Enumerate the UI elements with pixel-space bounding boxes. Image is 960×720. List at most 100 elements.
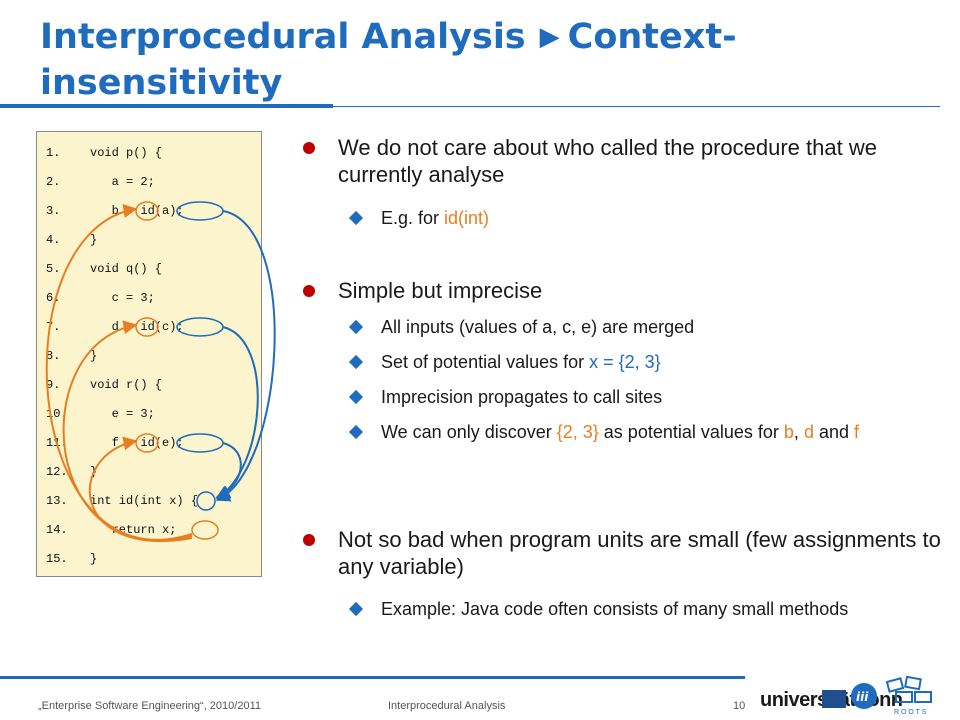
slide-title: Interprocedural Analysis ▶Context-insensi…	[40, 14, 940, 106]
footer-topic: Interprocedural Analysis	[388, 700, 506, 712]
highlight-id-c	[176, 317, 224, 337]
sub-bullet-text: E.g. for id(int)	[381, 207, 941, 230]
bullet-item: We do not care about who called the proc…	[303, 134, 943, 188]
code-listing: 1.void p() { 2. a = 2; 3. b = id(a); 4.}…	[36, 131, 262, 577]
text: Set of potential values for	[381, 352, 590, 372]
roots-block-icon	[914, 691, 932, 703]
footer-course: „Enterprise Software Engineering“, 2010/…	[38, 700, 261, 712]
code-text: }	[90, 349, 98, 363]
line-number: 9.	[46, 378, 61, 392]
logo-block-icon	[822, 690, 846, 708]
code-text: c = 3;	[90, 291, 155, 305]
line-number: 5.	[46, 262, 61, 276]
roots-block-icon	[895, 691, 913, 703]
code-text: int id(int x) {	[90, 494, 199, 508]
highlight-param-x	[196, 491, 216, 511]
red-dot-icon	[303, 142, 315, 154]
roots-block-icon	[904, 675, 922, 691]
sub-bullet-text: Example: Java code often consists of man…	[381, 599, 849, 619]
code-text: }	[90, 552, 98, 566]
code-line: 4.}	[46, 230, 97, 250]
sub-bullet-item: Example: Java code often consists of man…	[348, 598, 941, 621]
code-text: void p() {	[90, 146, 163, 160]
highlight-id-e	[176, 433, 224, 453]
code-text: e = 3;	[90, 407, 155, 421]
bullet-text: Not so bad when program units are small …	[338, 527, 941, 579]
highlight-f	[135, 433, 159, 453]
highlight-d	[135, 317, 159, 337]
roots-label: R O O T S	[894, 709, 927, 716]
code-line: 2. a = 2;	[46, 172, 155, 192]
sub-bullet-item: Imprecision propagates to call sites	[348, 386, 941, 409]
diamond-icon	[348, 210, 364, 226]
bullet-text: We do not care about who called the proc…	[338, 135, 877, 187]
diamond-icon	[348, 319, 364, 335]
text: ,	[793, 422, 804, 442]
highlight-text: b	[783, 422, 794, 442]
sub-bullet-text: All inputs (values of a, c, e) are merge…	[381, 317, 695, 337]
diamond-icon	[348, 424, 364, 440]
highlight-return-x	[191, 520, 219, 540]
highlight-text: id(int)	[444, 208, 490, 228]
red-dot-icon	[303, 534, 315, 546]
return-arrow-b	[45, 204, 193, 541]
code-line: 1. void p() {	[46, 143, 162, 163]
bullet-item: Not so bad when program units are small …	[303, 526, 943, 580]
bullet-text: Simple but imprecise	[338, 278, 543, 303]
title-part1: Interprocedural Analysis	[40, 17, 526, 57]
triangle-right-icon: ▶	[539, 22, 560, 52]
text: We can only discover	[381, 422, 557, 442]
code-line: 15.}	[46, 549, 97, 569]
code-line: 5.void q() {	[46, 259, 162, 279]
diamond-icon	[348, 601, 364, 617]
text: E.g. for	[381, 208, 445, 228]
call-arrow-a	[215, 210, 276, 502]
bullet-item: Simple but imprecise	[303, 277, 943, 304]
sub-bullet-item: E.g. for id(int)	[348, 207, 941, 230]
text: as potential values for	[598, 422, 784, 442]
code-line: 11. f = id(e);	[46, 433, 184, 453]
red-dot-icon	[303, 285, 315, 297]
text: and	[813, 422, 854, 442]
line-number: 12.	[46, 465, 68, 479]
line-number: 1.	[46, 146, 61, 160]
line-number: 3.	[46, 204, 61, 218]
call-arrow-c	[215, 326, 259, 499]
sub-bullet-item: We can only discover {2, 3} as potential…	[348, 421, 941, 444]
logo-circle-icon	[851, 683, 877, 709]
return-arrow-f	[88, 436, 193, 542]
line-number: 2.	[46, 175, 61, 189]
sub-bullet-text: Imprecision propagates to call sites	[381, 387, 663, 407]
title-underline-thick	[0, 104, 333, 108]
title-part2: Context-	[567, 17, 737, 57]
return-arrow-d	[62, 320, 193, 542]
title-underline-thin	[333, 106, 940, 107]
code-line: 8.}	[46, 346, 97, 366]
line-number: 14.	[46, 523, 68, 537]
diamond-icon	[348, 354, 364, 370]
highlight-text: d	[803, 422, 814, 442]
code-text: }	[90, 233, 98, 247]
line-number: 8.	[46, 349, 61, 363]
highlight-text: {2, 3}	[556, 422, 599, 442]
code-line: 13. int id(int x) {	[46, 491, 198, 511]
diamond-icon	[348, 389, 364, 405]
footer-divider	[0, 676, 745, 679]
highlight-text: x = {2, 3}	[589, 352, 661, 372]
call-arrow-e	[215, 442, 242, 499]
title-part2-cont: insensitivity	[40, 63, 283, 103]
code-text: void r() {	[90, 378, 163, 392]
highlight-b	[135, 201, 159, 221]
code-line: 9. void r() {	[46, 375, 162, 395]
page-number: 10	[733, 700, 746, 712]
sub-bullet-text: Set of potential values for x = {2, 3}	[381, 351, 941, 374]
sub-bullet-item: All inputs (values of a, c, e) are merge…	[348, 316, 941, 339]
line-number: 13.	[46, 494, 68, 508]
line-number: 4.	[46, 233, 61, 247]
sub-bullet-text: We can only discover {2, 3} as potential…	[381, 421, 941, 444]
code-text: a = 2;	[90, 175, 155, 189]
highlight-text: f	[854, 422, 860, 442]
logo-iai-text: iii	[856, 690, 869, 704]
roots-block-icon	[885, 677, 905, 693]
